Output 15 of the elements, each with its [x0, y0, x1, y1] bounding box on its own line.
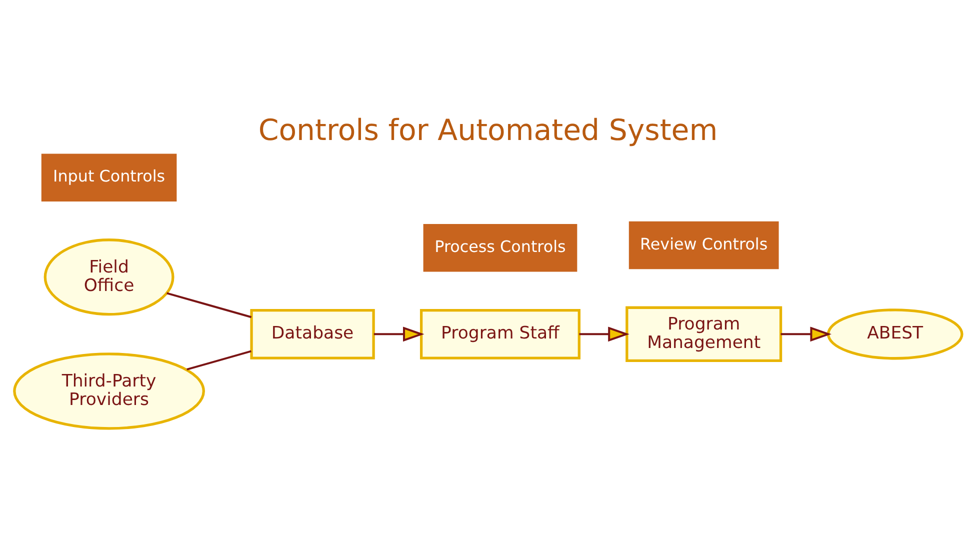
connector [166, 292, 252, 318]
arrow [780, 326, 832, 342]
label: Input Controls [53, 166, 166, 186]
node-ellipse: ABEST [826, 308, 964, 360]
arrow [579, 326, 630, 342]
label: Process Controls [434, 236, 566, 256]
arrow [374, 326, 424, 342]
node-box: Program Management [626, 306, 782, 362]
diagram-title: Controls for Automated System [258, 112, 718, 146]
node-ellipse: Third-Party Providers [13, 352, 205, 430]
node-ellipse: Field Office [44, 238, 174, 316]
node-box: Database [250, 308, 375, 359]
node-box: Program Staff [420, 308, 580, 359]
connector [186, 350, 252, 370]
label: Review Controls [640, 234, 768, 253]
